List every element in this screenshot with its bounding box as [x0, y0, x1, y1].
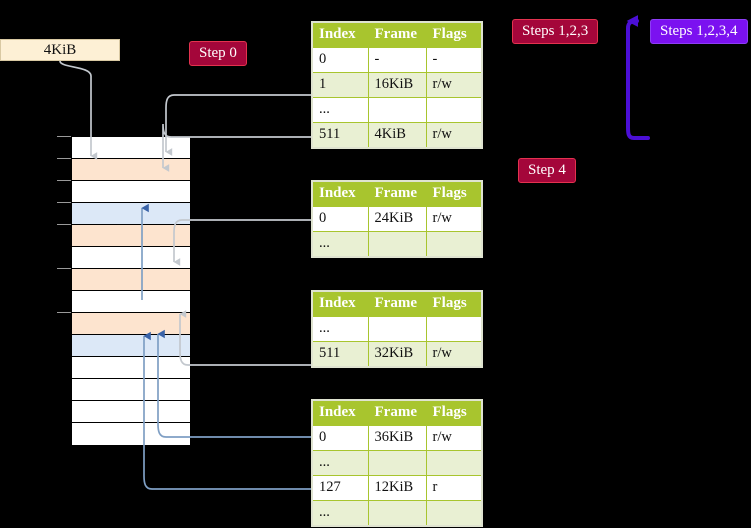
- table-row: 0--: [311, 47, 483, 73]
- physical-memory-column: [71, 136, 191, 446]
- cell-frame: 12KiB: [367, 475, 427, 501]
- column-header-frame: Frame: [367, 399, 427, 426]
- table-row: ...: [311, 500, 483, 527]
- column-header-flags: Flags: [425, 290, 483, 317]
- table-header-row: Index Frame Flags: [311, 180, 483, 207]
- cell-flags: r/w: [425, 425, 483, 451]
- cell-index: 0: [311, 206, 369, 232]
- wire-table2-to-memory: [179, 310, 311, 366]
- cell-index: 511: [311, 122, 369, 149]
- cell-index: 0: [311, 425, 369, 451]
- cell-flags: -: [425, 47, 483, 73]
- cell-flags: r/w: [425, 122, 483, 149]
- memory-frame-row: [72, 335, 190, 357]
- cell-frame: 32KiB: [367, 341, 427, 368]
- memory-frame-row: [72, 137, 190, 159]
- badge-step-0: Step 0: [189, 41, 247, 66]
- cell-frame: 16KiB: [367, 72, 427, 98]
- memory-frame-row: [72, 159, 190, 181]
- badge-step-4: Step 4: [518, 158, 576, 183]
- table-header-row: Index Frame Flags: [311, 290, 483, 317]
- cell-flags: r: [425, 475, 483, 501]
- badge-steps-1-2-3: Steps 1,2,3: [512, 19, 599, 44]
- column-header-flags: Flags: [425, 180, 483, 207]
- cell-frame: 36KiB: [367, 425, 427, 451]
- memory-boundary-tick: [57, 224, 71, 225]
- cell-index: ...: [311, 450, 369, 476]
- cell-frame: [367, 450, 427, 476]
- cell-frame: [367, 500, 427, 527]
- cell-flags: [425, 97, 483, 123]
- memory-frame-row: [72, 225, 190, 247]
- table-row: ...: [311, 316, 483, 342]
- cell-frame: 24KiB: [367, 206, 427, 232]
- cell-flags: [425, 500, 483, 527]
- table-row: ...: [311, 97, 483, 123]
- memory-frame-row: [72, 313, 190, 335]
- memory-frame-row: [72, 291, 190, 313]
- wire-table1-to-memory: [173, 219, 311, 266]
- cell-flags: [425, 316, 483, 342]
- cell-frame: [367, 316, 427, 342]
- column-header-frame: Frame: [367, 290, 427, 317]
- cell-frame: -: [367, 47, 427, 73]
- column-header-flags: Flags: [425, 399, 483, 426]
- column-header-frame: Frame: [367, 180, 427, 207]
- memory-frame-row: [72, 203, 190, 225]
- memory-boundary-tick: [57, 268, 71, 269]
- memory-boundary-tick: [57, 158, 71, 159]
- cell-frame: [367, 97, 427, 123]
- cell-flags: r/w: [425, 341, 483, 368]
- cell-index: 127: [311, 475, 369, 501]
- cell-frame: 4KiB: [367, 122, 427, 149]
- cell-index: 1: [311, 72, 369, 98]
- memory-boundary-tick: [57, 136, 71, 137]
- memory-frame-row: [72, 401, 190, 423]
- cell-flags: r/w: [425, 206, 483, 232]
- cell-flags: [425, 450, 483, 476]
- cell-flags: r/w: [425, 72, 483, 98]
- cell-index: 511: [311, 341, 369, 368]
- table-header-row: Index Frame Flags: [311, 399, 483, 426]
- cell-index: 0: [311, 47, 369, 73]
- column-header-index: Index: [311, 399, 369, 426]
- table-header-row: Index Frame Flags: [311, 21, 483, 48]
- table-row: ...: [311, 231, 483, 258]
- cell-index: ...: [311, 316, 369, 342]
- memory-boundary-tick: [57, 312, 71, 313]
- memory-boundary-tick: [57, 180, 71, 181]
- frame-size-box: 4KiB: [0, 39, 120, 61]
- memory-frame-row: [72, 181, 190, 203]
- memory-frame-row: [72, 379, 190, 401]
- cell-frame: [367, 231, 427, 258]
- cell-index: ...: [311, 500, 369, 527]
- badge-steps-1-2-3-4: Steps 1,2,3,4: [650, 19, 748, 44]
- column-header-index: Index: [311, 21, 369, 48]
- cell-index: ...: [311, 97, 369, 123]
- column-header-flags: Flags: [425, 21, 483, 48]
- column-header-index: Index: [311, 180, 369, 207]
- column-header-index: Index: [311, 290, 369, 317]
- column-header-frame: Frame: [367, 21, 427, 48]
- cell-flags: [425, 231, 483, 258]
- cell-index: ...: [311, 231, 369, 258]
- memory-frame-row: [72, 357, 190, 379]
- memory-boundary-tick: [57, 202, 71, 203]
- memory-frame-row: [72, 269, 190, 291]
- wire-steps-loop: [626, 15, 650, 140]
- memory-frame-row: [72, 247, 190, 269]
- memory-frame-row: [72, 423, 190, 445]
- table-row: ...: [311, 450, 483, 476]
